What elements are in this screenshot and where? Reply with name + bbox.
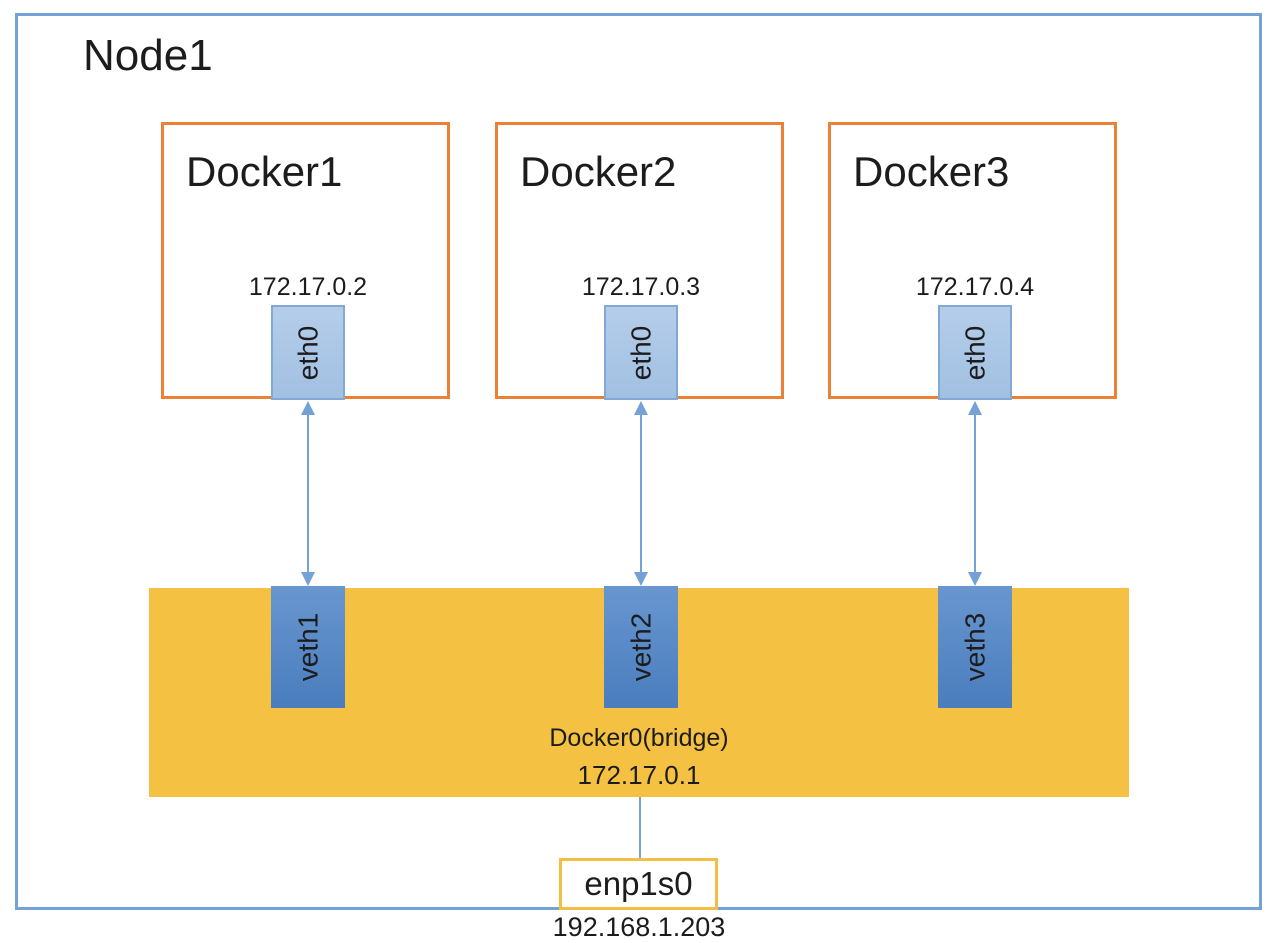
eth-interface-box-docker3: eth0: [938, 305, 1012, 400]
eth-interface-label: eth0: [625, 325, 656, 380]
bridge-ip: 172.17.0.1: [577, 759, 701, 790]
double-arrow-icon: [968, 401, 982, 586]
container-title: Docker2: [520, 148, 677, 195]
veth-box-veth3: veth3: [938, 586, 1012, 708]
double-arrow-icon: [634, 401, 648, 586]
host-ip-label: 192.168.1.203: [552, 912, 726, 942]
veth-label: veth2: [625, 612, 656, 682]
veth-box-veth1: veth1: [271, 586, 345, 708]
double-arrow-icon: [301, 401, 315, 586]
eth-interface-label: eth0: [959, 325, 990, 380]
bridge-name: Docker0(bridge): [549, 724, 729, 752]
veth-label: veth1: [292, 612, 323, 682]
bridge-to-host-connector: [639, 797, 641, 859]
host-interface-box: enp1s0: [559, 858, 718, 910]
container-ip-label: 172.17.0.2: [248, 273, 368, 301]
eth-interface-label: eth0: [292, 325, 323, 380]
container-title: Docker3: [853, 148, 1010, 195]
veth-label: veth3: [959, 612, 990, 682]
bridge-labels: Docker0(bridge) 172.17.0.1: [439, 722, 839, 792]
host-interface-label: enp1s0: [584, 865, 693, 902]
eth-interface-box-docker2: eth0: [604, 305, 678, 400]
veth-box-veth2: veth2: [604, 586, 678, 708]
container-ip-label: 172.17.0.4: [915, 273, 1035, 301]
container-title: Docker1: [186, 148, 343, 195]
container-ip-label: 172.17.0.3: [581, 273, 701, 301]
eth-interface-box-docker1: eth0: [271, 305, 345, 400]
node-title: Node1: [83, 31, 213, 80]
